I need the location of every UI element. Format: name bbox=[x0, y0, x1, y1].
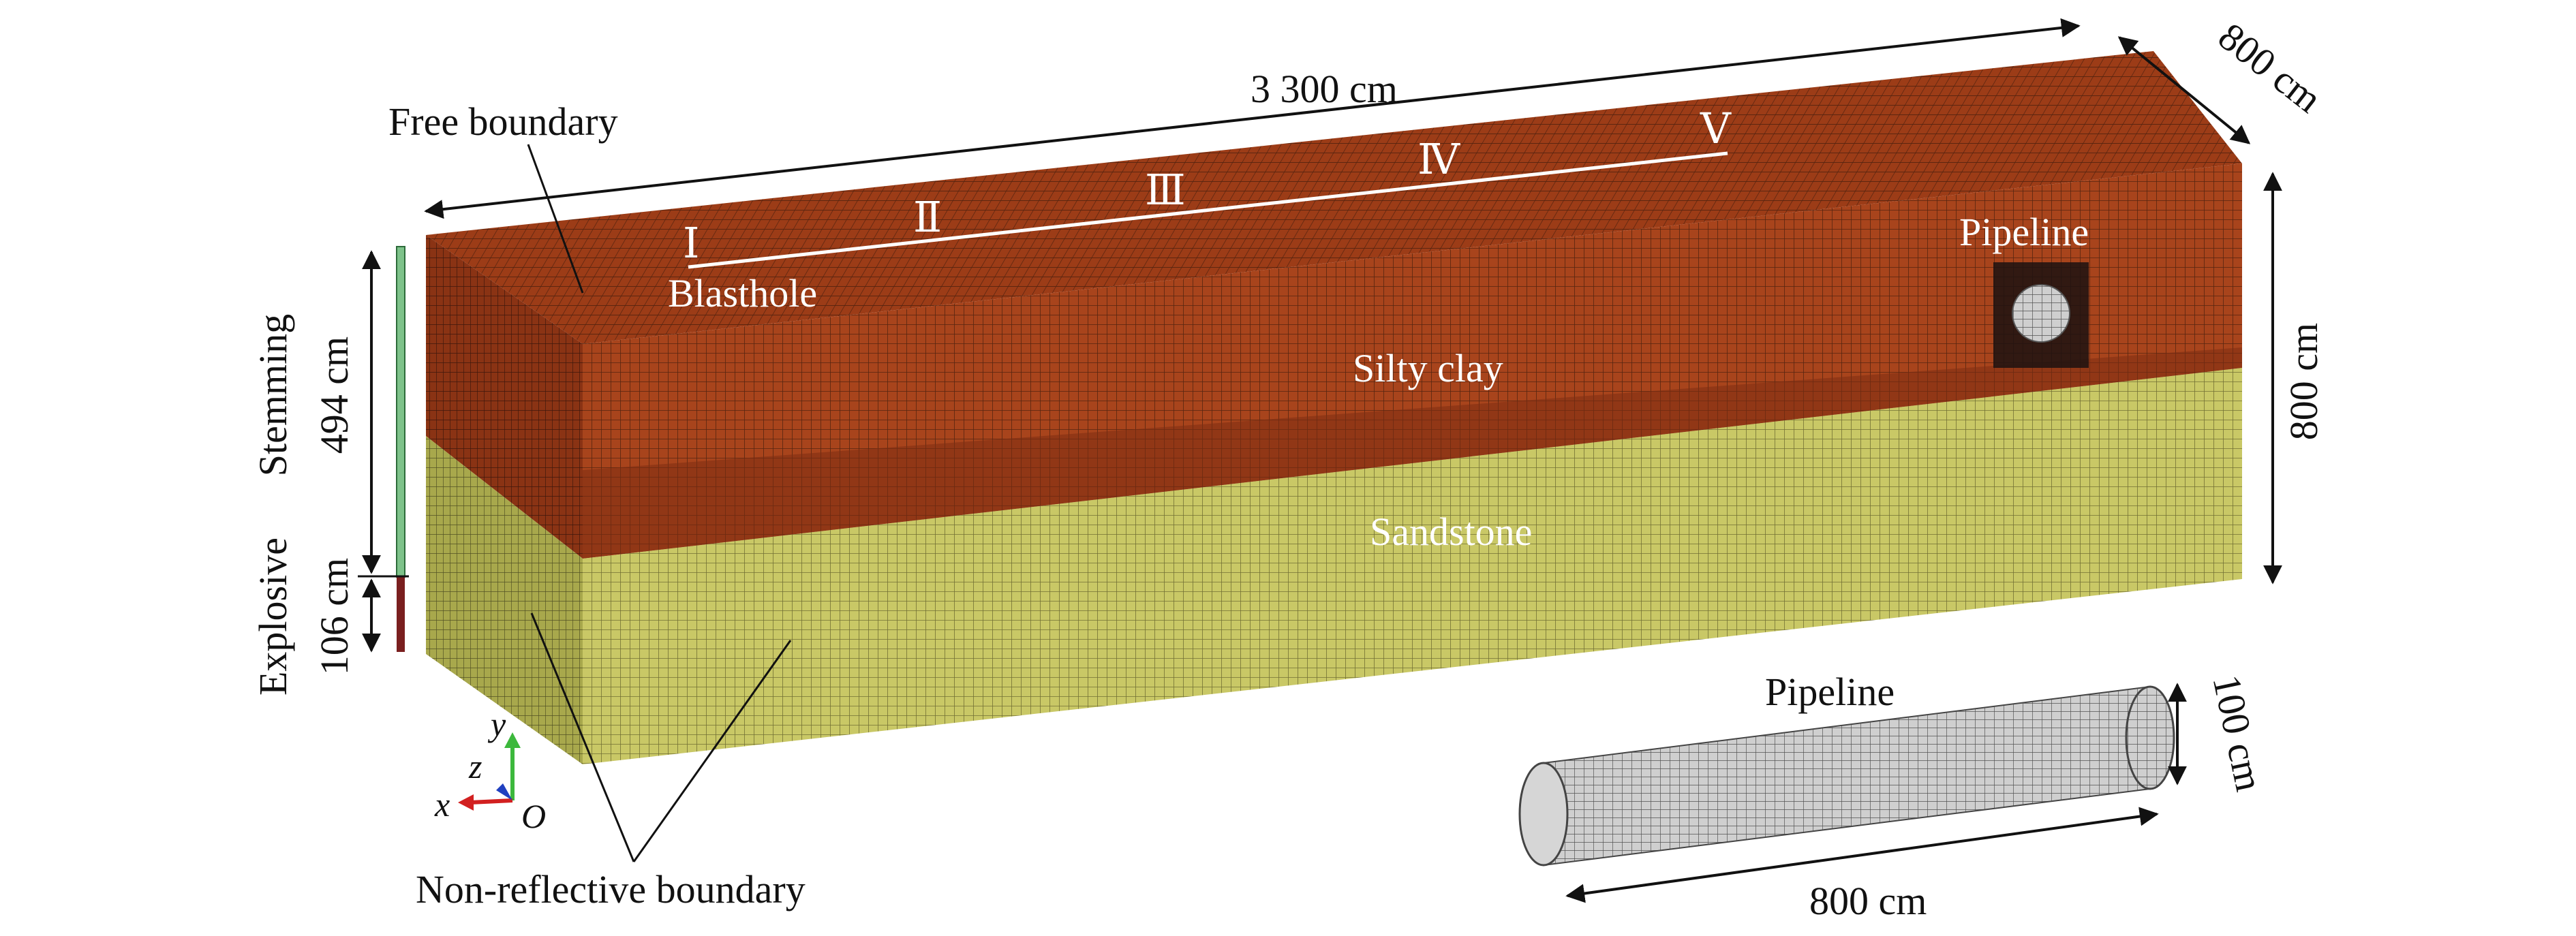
length-label: 3 300 cm bbox=[1251, 67, 1398, 111]
stemming-length: 494 cm bbox=[312, 337, 356, 454]
pipeline-box-label: Pipeline bbox=[1959, 210, 2089, 254]
free-boundary-label: Free boundary bbox=[388, 99, 618, 144]
clay-band bbox=[583, 347, 2242, 559]
pipe-length-arrow bbox=[1565, 807, 2159, 903]
length-dimension: 3 300 cm bbox=[424, 18, 2081, 219]
explosive-length: 106 cm bbox=[312, 558, 356, 675]
non-reflective-leaders: Non-reflective boundary bbox=[416, 612, 806, 911]
width-label: 800 cm bbox=[2210, 14, 2330, 121]
left-face-sand bbox=[426, 436, 583, 764]
explosive-label: Explosive bbox=[251, 537, 295, 696]
section-label: Ⅳ bbox=[1417, 137, 1460, 183]
silty-clay-label: Silty clay bbox=[1353, 346, 1503, 390]
stemming-bar bbox=[396, 246, 405, 578]
pipe-diameter-label: 100 cm bbox=[2204, 671, 2271, 795]
pipeline-detail: Pipeline 100 cm 800 cm bbox=[1518, 670, 2272, 923]
axis-z-label: z bbox=[468, 747, 482, 785]
axis-x-label: x bbox=[434, 785, 450, 824]
section-label: Ⅴ bbox=[1700, 106, 1732, 153]
pipeline-cross-section bbox=[2012, 284, 2070, 343]
pipe-end-near bbox=[1518, 762, 1569, 867]
front-face-sand bbox=[583, 368, 2242, 764]
section-label: Ⅱ bbox=[913, 195, 942, 241]
pipeline-detail-label: Pipeline bbox=[1765, 670, 1895, 714]
explosive-bar bbox=[397, 577, 405, 652]
axis-triad: y z x O bbox=[434, 705, 546, 835]
non-reflective-label: Non-reflective boundary bbox=[416, 867, 806, 911]
charge-column: Stemming 494 cm Explosive 106 cm bbox=[251, 246, 409, 696]
pipe-end-far bbox=[2125, 685, 2175, 790]
section-label: Ⅰ bbox=[683, 221, 700, 267]
section-label: Ⅲ bbox=[1145, 168, 1186, 214]
axis-origin-label: O bbox=[521, 797, 546, 835]
blasthole-label: Blasthole bbox=[668, 271, 817, 315]
left-face-clay bbox=[426, 235, 583, 559]
soil-block bbox=[426, 51, 2242, 764]
height-label: 800 cm bbox=[2282, 323, 2326, 440]
sandstone-label: Sandstone bbox=[1370, 510, 1532, 554]
height-dimension: 800 cm bbox=[2263, 172, 2326, 584]
stemming-label: Stemming bbox=[251, 314, 295, 476]
pipe-length-label: 800 cm bbox=[1809, 879, 1927, 923]
axis-y-label: y bbox=[487, 705, 506, 743]
